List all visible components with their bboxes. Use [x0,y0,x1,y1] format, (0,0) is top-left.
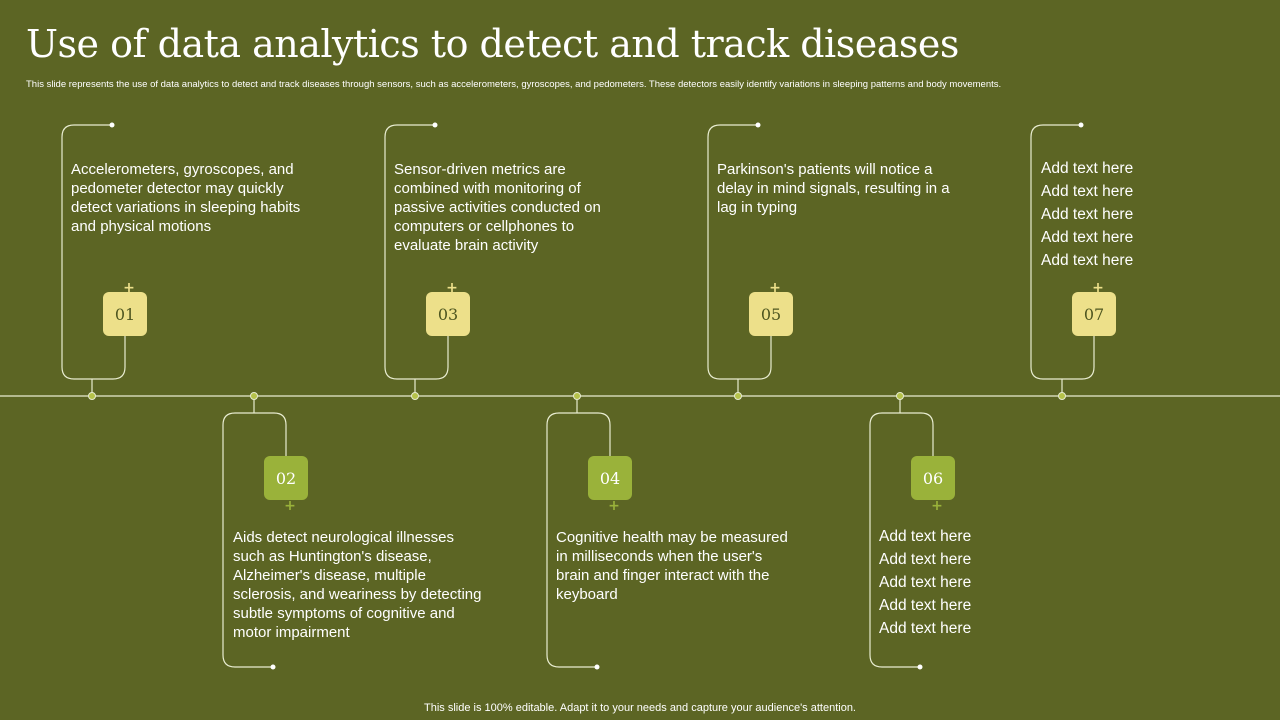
step-04-text: Cognitive health may be measured in mill… [556,529,788,603]
bracket-05 [707,124,772,380]
step-05-badge: 05 [749,292,793,336]
timeline-node [573,392,581,400]
bracket-07 [1030,124,1095,380]
list-item: Add text here [1041,206,1134,223]
list-item: Add text here [879,620,972,637]
step-06-list: Add text here Add text here Add text her… [879,525,971,640]
list-item: Add text here [879,528,972,545]
step-04-badge: 04 [588,456,632,500]
bracket-end-dot [109,122,115,128]
step-01-text: Accelerometers, gyroscopes, and pedomete… [71,161,301,235]
timeline-node [250,392,258,400]
plus-icon: + [284,498,296,514]
bracket-04 [546,412,611,668]
bracket-03 [384,124,449,380]
list-item: Add text here [879,597,972,614]
plus-icon: + [446,280,458,296]
bracket-01 [61,124,126,380]
list-item: Add text here [1041,229,1134,246]
bracket-02 [222,412,287,668]
step-02-badge: 02 [264,456,308,500]
timeline-node [88,392,96,400]
slide-footer: This slide is 100% editable. Adapt it to… [424,702,856,714]
plus-icon: + [931,498,943,514]
step-07-list: Add text here Add text here Add text her… [1041,157,1133,272]
timeline-node [411,392,419,400]
list-item: Add text here [1041,183,1134,200]
slide-subtitle: This slide represents the use of data an… [26,79,1002,90]
step-02-text: Aids detect neurological illnesses such … [233,529,482,641]
list-item: Add text here [879,551,972,568]
bracket-end-dot [594,664,600,670]
list-item: Add text here [1041,252,1134,269]
plus-icon: + [608,498,620,514]
bracket-06 [869,412,934,668]
bracket-end-dot [270,664,276,670]
timeline-node [896,392,904,400]
plus-icon: + [123,280,135,296]
bracket-end-dot [917,664,923,670]
plus-icon: + [769,280,781,296]
step-07-badge: 07 [1072,292,1116,336]
list-item: Add text here [879,574,972,591]
slide-title: Use of data analytics to detect and trac… [26,22,959,66]
plus-icon: + [1092,280,1104,296]
bracket-end-dot [755,122,761,128]
timeline-node [734,392,742,400]
step-06-badge: 06 [911,456,955,500]
step-03-text: Sensor-driven metrics are combined with … [394,161,601,254]
step-03-badge: 03 [426,292,470,336]
list-item: Add text here [1041,160,1134,177]
step-01-badge: 01 [103,292,147,336]
bracket-end-dot [432,122,438,128]
timeline-node [1058,392,1066,400]
step-05-text: Parkinson's patients will notice a delay… [717,161,950,216]
bracket-end-dot [1078,122,1084,128]
